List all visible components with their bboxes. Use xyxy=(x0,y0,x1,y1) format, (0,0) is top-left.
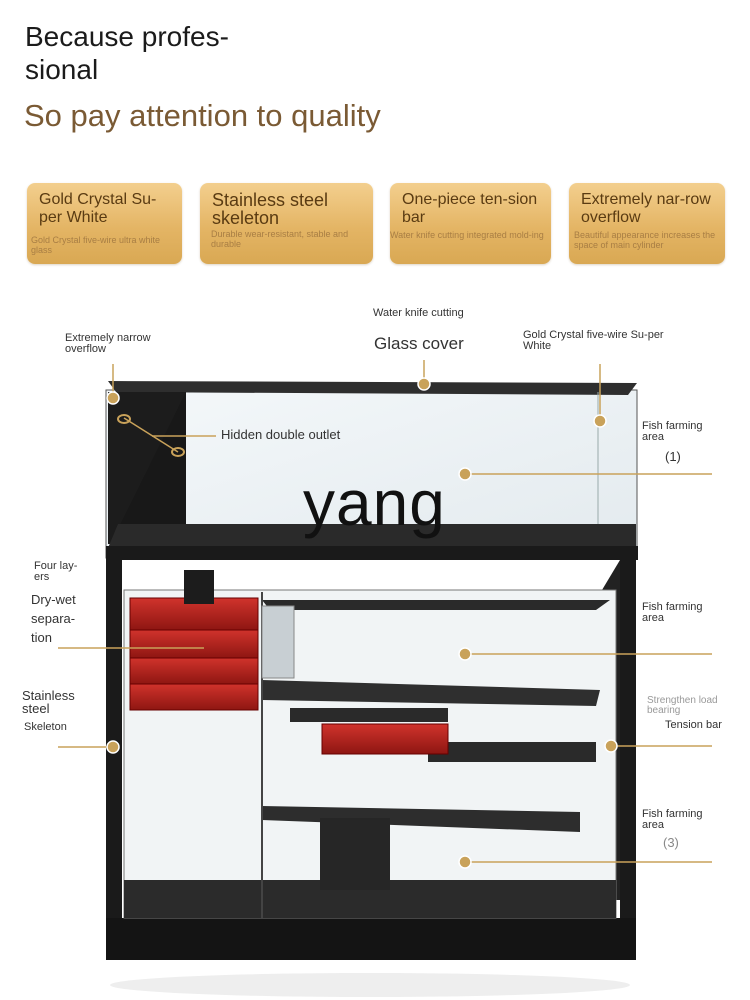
label-dry-wet: Dry-wet separa-tion xyxy=(31,592,76,645)
label-fish-area-3: Fish farming area xyxy=(642,808,703,831)
label-hidden-outlet: Hidden double outlet xyxy=(221,427,341,442)
label-fish-area-1: Fish farming area xyxy=(642,420,703,443)
label-four-layers: Four lay-ers xyxy=(34,560,78,583)
label-gold-crystal: Gold Crystal five-wire Su-per White xyxy=(523,329,664,352)
label-glass-cover: Glass cover xyxy=(374,334,464,353)
feature-card-tension: One-piece ten-sion bar Water knife cutti… xyxy=(390,183,551,264)
marker-stainless xyxy=(106,740,120,754)
marker-glass-cover xyxy=(417,377,431,391)
label-tension-bar: Tension bar xyxy=(665,719,722,731)
marker-tension-bar xyxy=(604,739,618,753)
feature-title: Stainless steel skeleton xyxy=(212,190,329,228)
feature-card-overflow: Extremely nar-row overflow Beautiful app… xyxy=(569,183,725,264)
feature-desc: Durable wear-resistant, stable and durab… xyxy=(211,229,349,249)
label-narrow-overflow: Extremely narrow overflow xyxy=(65,332,151,355)
label-stainless: Stainless steel xyxy=(22,688,75,716)
label-skeleton: Skeleton xyxy=(24,721,67,733)
watermark: yang xyxy=(303,467,446,539)
label-fish-area-2: Fish farming area xyxy=(642,601,703,624)
headline: Because profes-sional xyxy=(25,21,229,85)
feature-title: One-piece ten-sion bar xyxy=(402,191,538,226)
marker-gold-crystal xyxy=(593,414,607,428)
feature-desc: Water knife cutting integrated mold-ing xyxy=(390,230,544,240)
label-strengthen: Strengthen load bearing xyxy=(647,695,718,716)
feature-card-glass: Gold Crystal Su-per White Gold Crystal f… xyxy=(27,183,182,264)
subhead: So pay attention to quality xyxy=(24,98,381,133)
feature-title: Gold Crystal Su-per White xyxy=(39,191,157,226)
marker-fish-area-3 xyxy=(458,855,472,869)
marker-fish-area-1 xyxy=(458,467,472,481)
label-water-knife: Water knife cutting xyxy=(373,307,464,319)
feature-card-skeleton: Stainless steel skeleton Durable wear-re… xyxy=(200,183,373,264)
feature-desc: Beautiful appearance increases the space… xyxy=(574,230,716,250)
marker-outlet-2 xyxy=(171,447,185,457)
marker-fish-area-2 xyxy=(458,647,472,661)
label-num-1: (1) xyxy=(665,449,681,464)
feature-desc: Gold Crystal five-wire ultra white glass xyxy=(31,235,161,255)
label-num-3: (3) xyxy=(663,835,679,850)
feature-title: Extremely nar-row overflow xyxy=(581,191,711,226)
marker-outlet-1 xyxy=(117,414,131,424)
marker-narrow-overflow xyxy=(106,391,120,405)
